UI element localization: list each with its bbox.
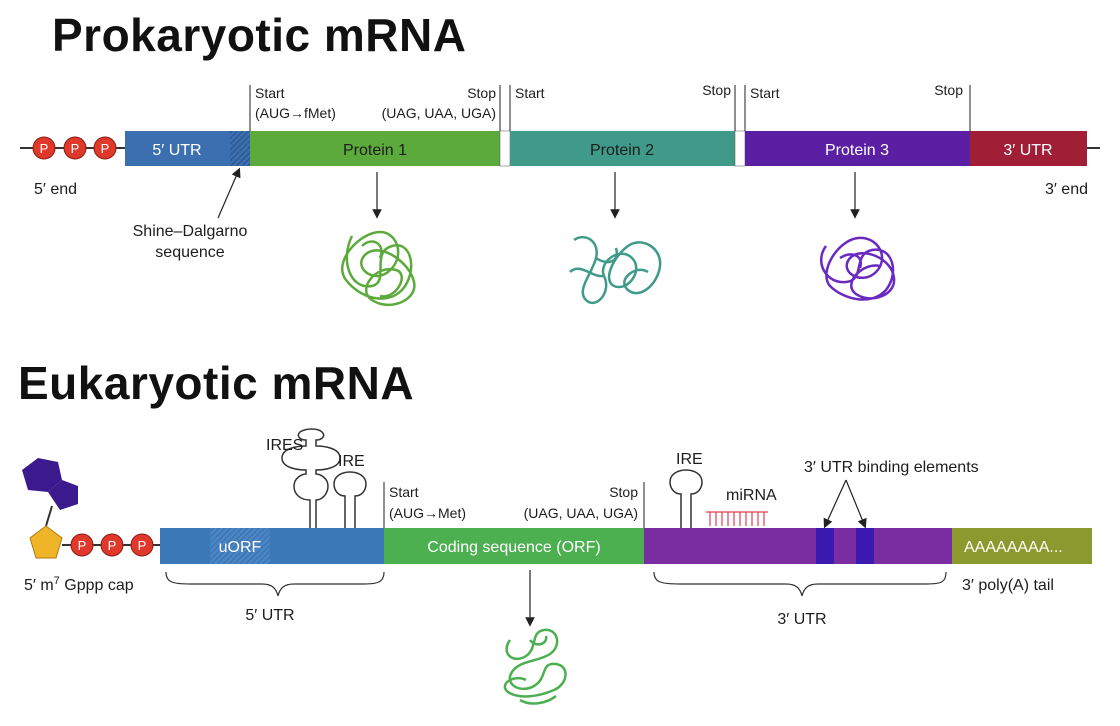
svg-text:P: P: [71, 141, 80, 156]
svg-text:P: P: [108, 538, 117, 553]
prokaryotic-title: Prokaryotic mRNA: [52, 9, 467, 61]
euk-phosphate-3: P: [130, 533, 154, 557]
prok-start3-label: Start: [750, 85, 780, 101]
prok-protein1-folded-icon: [340, 230, 416, 306]
euk-ire-label-1: IRE: [338, 453, 365, 470]
euk-mirna-icon: [706, 511, 768, 526]
euk-binding-arrow-1: [823, 479, 847, 529]
euk-orf-label: Coding sequence (ORF): [427, 539, 600, 556]
prok-phosphate-3: P: [93, 136, 117, 160]
euk-mirna-label: miRNA: [726, 487, 777, 504]
euk-ire-stemloop-1-icon: [333, 471, 367, 528]
prok-utr3-label: 3′ UTR: [1003, 142, 1052, 159]
euk-utr3-brace-label: 3′ UTR: [777, 611, 826, 628]
prok-start1-label: Start: [255, 85, 285, 101]
prok-sd-label-1: Shine–Dalgarno: [133, 223, 248, 240]
euk-binding-arrow-2: [845, 479, 867, 529]
euk-utr5-brace-label: 5′ UTR: [245, 607, 294, 624]
euk-binding-element-1: [816, 528, 834, 564]
prok-shine-dalgarno-segment: [230, 131, 250, 166]
prok-stop1-sub: (UAG, UAA, UGA): [382, 105, 496, 121]
prok-protein2-label: Protein 2: [590, 142, 654, 159]
prok-utr5-segment: [125, 131, 230, 166]
euk-ire-label-2: IRE: [676, 451, 703, 468]
prok-protein3-label: Protein 3: [825, 142, 889, 159]
euk-binding-element-2: [856, 528, 874, 564]
euk-utr5-segment: [160, 528, 384, 564]
euk-utr3-segment: [644, 528, 952, 564]
prok-3-end-label: 3′ end: [1045, 181, 1088, 198]
euk-ires-stemloop-icon: [281, 428, 341, 528]
svg-text:P: P: [40, 141, 49, 156]
euk-stop-label: Stop: [609, 484, 638, 500]
euk-cap-label: 5′ m7 Gppp cap: [24, 575, 134, 594]
prok-phosphate-2: P: [63, 136, 87, 160]
euk-start-label: Start: [389, 484, 419, 500]
prok-spacer-2: [734, 130, 746, 167]
prok-stop1-label: Stop: [467, 85, 496, 101]
euk-utr3-brace: [653, 571, 947, 597]
prok-spacer-1: [499, 130, 511, 167]
prok-5-end-label: 5′ end: [34, 181, 77, 198]
euk-phosphate-1: P: [70, 533, 94, 557]
svg-text:P: P: [78, 538, 87, 553]
prok-phosphate-1: P: [32, 136, 56, 160]
prok-sd-label-2: sequence: [155, 244, 224, 261]
prok-stop2-label: Stop: [702, 82, 731, 98]
euk-start-sub: (AUG→Met): [389, 505, 466, 521]
prok-start1-sub: (AUG→fMet): [255, 105, 336, 121]
prokaryotic-section: P P P 5′ UTR Protein 1 Protein 2 Protein…: [20, 82, 1100, 306]
svg-text:P: P: [101, 141, 110, 156]
svg-text:P: P: [138, 538, 147, 553]
prok-protein2-folded-icon: [569, 235, 662, 304]
euk-stop-sub: (UAG, UAA, UGA): [524, 505, 638, 521]
euk-polya-text: AAAAAAAA...: [964, 539, 1063, 556]
eukaryotic-title: Eukaryotic mRNA: [18, 357, 415, 409]
prok-start2-label: Start: [515, 85, 545, 101]
euk-orf-segment: [384, 528, 644, 564]
euk-protein-folded-icon: [503, 628, 567, 705]
prok-protein2-segment: [510, 131, 735, 166]
euk-utr5-brace: [165, 571, 385, 597]
euk-ires-label: IRES: [266, 437, 303, 454]
prok-utr5-label: 5′ UTR: [152, 142, 201, 159]
prok-protein1-label: Protein 1: [343, 142, 407, 159]
prok-protein3-folded-icon: [820, 236, 896, 301]
euk-polya-label: 3′ poly(A) tail: [962, 577, 1054, 594]
euk-cap-pentagon-icon: [29, 525, 63, 559]
euk-uorf-label: uORF: [219, 539, 262, 556]
euk-phosphate-2: P: [100, 533, 124, 557]
eukaryotic-section: P P P uORF Coding sequence (ORF) AAAAAAA…: [22, 428, 1092, 705]
euk-uorf-segment: [210, 528, 270, 564]
prok-utr3-segment: [970, 131, 1087, 166]
prok-protein3-segment: [745, 131, 970, 166]
euk-purine-icon: [22, 458, 62, 492]
euk-polya-segment: [952, 528, 1092, 564]
euk-ire-stemloop-2-icon: [669, 469, 703, 528]
prok-protein1-segment: [250, 131, 500, 166]
prok-sd-arrow: [217, 167, 241, 219]
prok-stop3-label: Stop: [934, 82, 963, 98]
euk-binding-label: 3′ UTR binding elements: [804, 459, 979, 476]
